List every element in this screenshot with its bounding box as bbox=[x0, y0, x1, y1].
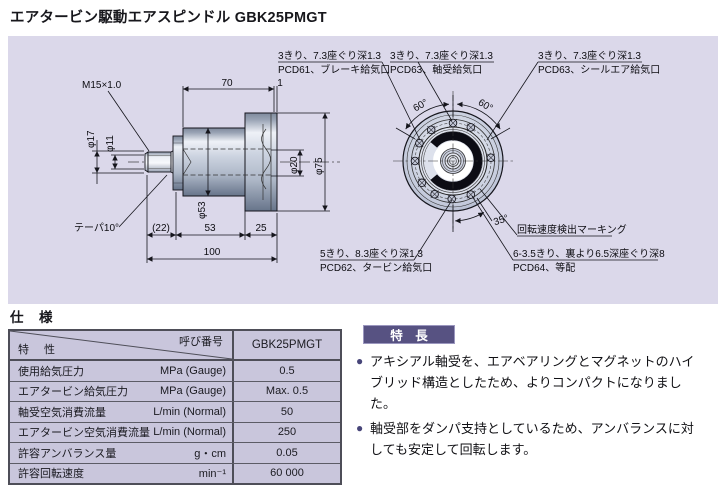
dim-22-label: (22) bbox=[152, 223, 170, 234]
dim-dia75-label: φ75 bbox=[314, 157, 325, 175]
spec-name: 使用給気圧力 bbox=[18, 365, 84, 378]
spec-unit: MPa (Gauge) bbox=[159, 385, 226, 398]
feature-item: ● 軸受部をダンパ支持としているため、アンバランスに対しても安定して回転します。 bbox=[356, 418, 702, 460]
spec-name: 許容回転速度 bbox=[18, 468, 84, 481]
page-title: エアタービン駆動エアスピンドル GBK25PMGT bbox=[10, 10, 327, 26]
thread-spec-label: M15×1.0 bbox=[82, 80, 122, 91]
spec-value: 0.5 bbox=[232, 361, 340, 381]
brake-port-label-line2: PCD61、ブレーキ給気口 bbox=[278, 63, 390, 76]
feature-text: 軸受部をダンパ支持としているため、アンバランスに対しても安定して回転します。 bbox=[370, 421, 694, 457]
bullet-icon: ● bbox=[356, 421, 364, 435]
bullet-icon: ● bbox=[356, 354, 364, 368]
taper-label: テーパ10° bbox=[74, 222, 119, 234]
turbine-port-label-line2: PCD62、タービン給気口 bbox=[320, 261, 432, 274]
side-view-drawing bbox=[128, 112, 340, 212]
spec-header-property-caption: 特 性 bbox=[18, 344, 57, 356]
dim-1-label: 1 bbox=[277, 78, 283, 89]
front-view-dimensions bbox=[278, 61, 658, 261]
spec-unit: L/min (Normal) bbox=[153, 426, 226, 439]
brake-port-label-line1: 3きり、7.3座ぐり深1.3 bbox=[278, 49, 381, 62]
speed-marking-label: 回転速度検出マーキング bbox=[517, 223, 627, 236]
dim-25-label: 25 bbox=[255, 223, 267, 234]
spec-value: 0.05 bbox=[232, 443, 340, 463]
spec-value: Max. 0.5 bbox=[232, 381, 340, 401]
angle-35-label: 35° bbox=[492, 213, 510, 228]
spec-name: エアタービン空気消費流量 bbox=[18, 427, 150, 440]
feature-item: ● アキシアル軸受を、エアベアリングとマグネットのハイブリッド構造としたため、より… bbox=[356, 351, 702, 414]
dim-70-label: 70 bbox=[221, 78, 233, 89]
feature-text: アキシアル軸受を、エアベアリングとマグネットのハイブリッド構造としたため、よりコ… bbox=[370, 354, 695, 411]
table-row: 許容アンバランス量 g・cm 0.05 bbox=[10, 443, 340, 464]
angle-60-left-label: 60° bbox=[411, 97, 430, 114]
front-view-drawing bbox=[393, 91, 513, 231]
spec-name: 許容アンバランス量 bbox=[18, 447, 117, 460]
spec-table-header: 呼び番号 特 性 GBK25PMGT bbox=[10, 331, 340, 361]
spec-header-model-number-caption: 呼び番号 bbox=[179, 336, 223, 348]
spec-table: 呼び番号 特 性 GBK25PMGT 使用給気圧力 MPa (Gauge) 0.5… bbox=[8, 329, 342, 485]
bolt-holes bbox=[410, 118, 496, 204]
dim-53-label: 53 bbox=[204, 223, 216, 234]
spec-name: 軸受空気消費流量 bbox=[18, 406, 106, 419]
features-list: ● アキシアル軸受を、エアベアリングとマグネットのハイブリッド構造としたため、より… bbox=[356, 351, 702, 464]
taper-leader-line bbox=[118, 174, 168, 228]
bearing-port-label-line1: 3きり、7.3座ぐり深1.3 bbox=[390, 49, 493, 62]
dim-dia17-label: φ17 bbox=[86, 130, 97, 148]
spec-value: 250 bbox=[232, 422, 340, 442]
dim-dia11-label: φ11 bbox=[105, 135, 116, 152]
dim-dia53-label: φ53 bbox=[197, 201, 208, 219]
spec-value: 50 bbox=[232, 402, 340, 422]
features-heading-badge: 特 長 bbox=[363, 325, 455, 344]
table-row: エアタービン給気圧力 MPa (Gauge) Max. 0.5 bbox=[10, 381, 340, 402]
spec-unit: L/min (Normal) bbox=[153, 405, 226, 418]
m15-leader-line bbox=[107, 90, 150, 152]
dim-100-label: 100 bbox=[204, 247, 221, 258]
technical-drawing-panel: 70 1 φ17 φ11 M15×1.0 テーパ10° (22) 53 25 1… bbox=[8, 36, 718, 304]
angle-60-right-label: 60° bbox=[476, 97, 495, 114]
spec-value: 60 000 bbox=[232, 463, 340, 483]
mounting-hole-label-line2: PCD64、等配 bbox=[513, 261, 575, 274]
dim-dia20-label: φ20 bbox=[289, 156, 300, 174]
seal-air-port-label-line1: 3きり、7.3座ぐり深1.3 bbox=[538, 49, 641, 62]
spec-name: エアタービン給気圧力 bbox=[18, 386, 128, 399]
diagonal-divider bbox=[10, 331, 232, 359]
bearing-port-label-line2: PCD63、軸受給気口 bbox=[390, 63, 482, 76]
table-row: 使用給気圧力 MPa (Gauge) 0.5 bbox=[10, 361, 340, 382]
spec-header-corner-cell: 呼び番号 特 性 bbox=[10, 331, 232, 359]
table-row: 軸受空気消費流量 L/min (Normal) 50 bbox=[10, 402, 340, 423]
spindle-drawing: 70 1 φ17 φ11 M15×1.0 テーパ10° (22) 53 25 1… bbox=[74, 49, 665, 274]
spec-unit: g・cm bbox=[194, 447, 226, 460]
side-view-dimensions bbox=[92, 86, 330, 263]
spec-model-column-header: GBK25PMGT bbox=[232, 331, 340, 359]
table-row: 許容回転速度 min⁻¹ 60 000 bbox=[10, 463, 340, 483]
turbine-port-label-line1: 5きり、8.3座ぐり深1.3 bbox=[320, 247, 423, 260]
seal-air-port-label-line2: PCD63、シールエア給気口 bbox=[538, 63, 660, 76]
spec-section-heading: 仕 様 bbox=[10, 310, 54, 325]
spec-unit: min⁻¹ bbox=[198, 467, 226, 480]
mounting-hole-label-line1: 6-3.5きり、裏より6.5深座ぐり深8 bbox=[513, 247, 665, 260]
spec-unit: MPa (Gauge) bbox=[159, 364, 226, 377]
